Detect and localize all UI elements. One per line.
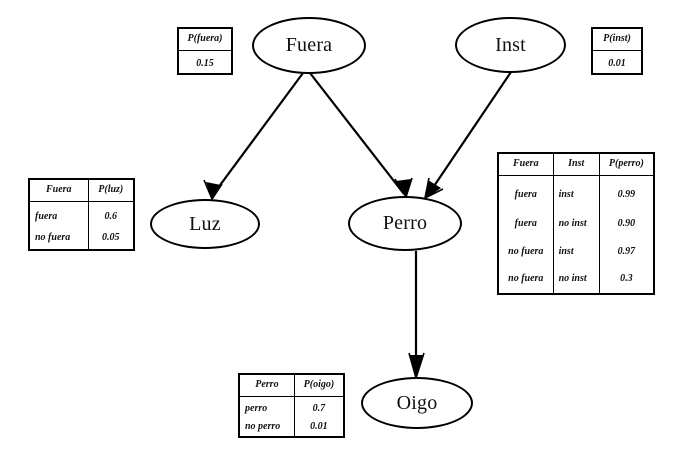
cpt-p-fuera-header-0: P(fuera) [179, 29, 231, 51]
node-oigo[interactable]: Oigo [361, 377, 473, 429]
cpt-p-luz-r1c0: no fuera [30, 228, 89, 249]
cpt-p-inst: P(inst) 0.01 [591, 27, 643, 75]
cpt-p-fuera-r0c0: 0.15 [196, 57, 214, 69]
cpt-p-perro-r1c2: 0.90 [617, 218, 636, 230]
cpt-p-perro-r2c2: 0.97 [617, 245, 636, 257]
node-perro[interactable]: Perro [348, 196, 462, 251]
cpt-p-inst-header-0: P(inst) [593, 29, 641, 51]
node-oigo-label: Oigo [396, 391, 438, 414]
table-row: fuera inst 0.99 [499, 175, 653, 211]
cpt-p-luz-r1c1: 0.05 [102, 232, 120, 244]
table-row: perro 0.7 [240, 396, 343, 419]
cpt-p-perro-header-0: Fuera [499, 154, 554, 176]
cpt-p-luz-r0c0: fuera [30, 201, 89, 229]
cpt-p-perro-r2c1: inst [553, 238, 600, 266]
cpt-p-luz-r0c1: 0.6 [104, 210, 118, 222]
node-luz-label: Luz [189, 212, 221, 235]
cpt-p-luz-header-1: P(luz) [88, 180, 133, 202]
edge-inst-to-perro [424, 71, 512, 199]
node-inst-label: Inst [495, 33, 526, 56]
table-row: fuera 0.6 [30, 201, 133, 229]
edge-fuera-to-luz [203, 72, 304, 200]
cpt-p-oigo-r0c0: perro [240, 396, 295, 419]
cpt-p-perro-r2c0: no fuera [499, 238, 554, 266]
cpt-p-perro-r0c1: inst [553, 175, 600, 211]
cpt-p-perro-r1c1: no inst [553, 210, 600, 239]
cpt-p-luz-header-0: Fuera [30, 180, 89, 202]
cpt-p-perro-header-2: P(perro) [599, 154, 653, 176]
cpt-p-inst-r0c0: 0.01 [608, 57, 626, 69]
cpt-p-oigo-r1c0: no perro [240, 418, 295, 436]
table-row: no fuera 0.05 [30, 228, 133, 249]
cpt-p-perro: Fuera Inst P(perro) fuera inst 0.99 fuer… [497, 152, 655, 295]
cpt-p-perro-r1c0: fuera [499, 210, 554, 239]
table-row: no fuera inst 0.97 [499, 238, 653, 266]
cpt-p-perro-r0c0: fuera [499, 175, 554, 211]
cpt-p-oigo-header-1: P(oigo) [294, 375, 343, 397]
node-fuera[interactable]: Fuera [252, 17, 366, 74]
table-row: 0.15 [179, 50, 231, 73]
node-inst[interactable]: Inst [455, 17, 566, 73]
cpt-p-perro-r3c1: no inst [553, 265, 600, 293]
node-fuera-label: Fuera [285, 34, 333, 56]
edge-perro-to-oigo [408, 251, 425, 379]
table-row: no perro 0.01 [240, 418, 343, 436]
cpt-p-perro-r3c2: 0.3 [620, 273, 633, 285]
node-perro-label: Perro [382, 212, 428, 234]
table-row: fuera no inst 0.90 [499, 210, 653, 239]
cpt-p-perro-r3c0: no fuera [499, 265, 554, 293]
table-row: 0.01 [593, 50, 641, 73]
cpt-p-oigo-header-0: Perro [240, 375, 295, 397]
cpt-p-luz: Fuera P(luz) fuera 0.6 no fuera 0.05 [28, 178, 135, 251]
cpt-p-perro-r0c2: 0.99 [617, 188, 636, 200]
cpt-p-oigo-r1c1: 0.01 [310, 421, 328, 433]
cpt-p-fuera: P(fuera) 0.15 [177, 27, 233, 75]
edge-fuera-to-perro [309, 72, 413, 198]
table-row: no fuera no inst 0.3 [499, 265, 653, 293]
cpt-p-oigo-r0c1: 0.7 [312, 403, 326, 415]
cpt-p-oigo: Perro P(oigo) perro 0.7 no perro 0.01 [238, 373, 345, 438]
node-luz[interactable]: Luz [150, 199, 260, 249]
cpt-p-perro-header-1: Inst [553, 154, 600, 176]
